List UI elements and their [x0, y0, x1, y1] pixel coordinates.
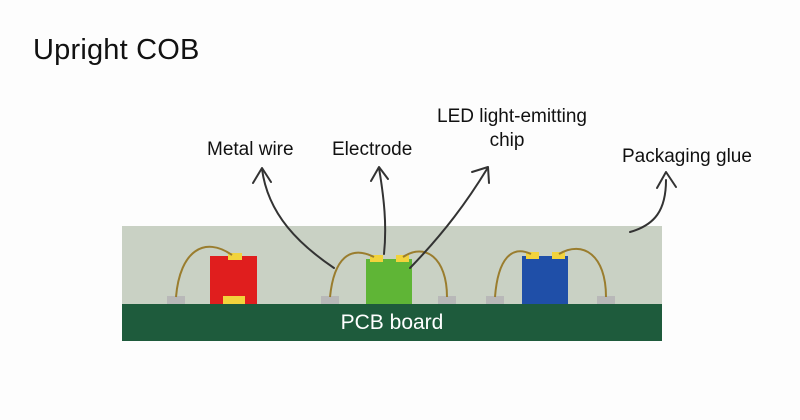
- arrow-chip: [409, 168, 488, 269]
- red-chip-bottom-electrode: [223, 296, 245, 304]
- label-electrode: Electrode: [332, 139, 413, 160]
- arrow-metal-wire: [261, 168, 335, 269]
- label-pcb-board: PCB board: [340, 311, 444, 334]
- green-chip-left-electrode: [370, 255, 383, 262]
- metal-wire: [329, 251, 375, 298]
- arrow-chip-head: [471, 166, 490, 184]
- substrate-pads: [167, 296, 615, 304]
- label-led-chip-line1: LED light-emitting: [437, 106, 587, 127]
- pcb-board: [122, 304, 662, 341]
- label-led-chip-line2: chip: [489, 130, 525, 151]
- blue-led-chip: [522, 256, 568, 304]
- callout-arrows: [252, 166, 677, 269]
- bond-wires: [175, 245, 607, 298]
- metal-wire: [175, 245, 233, 298]
- label-metal-wire: Metal wire: [207, 139, 294, 160]
- pad: [438, 296, 456, 304]
- metal-wire: [402, 250, 448, 298]
- arrow-electrode: [378, 167, 387, 255]
- blue-chip-right-electrode: [552, 252, 565, 259]
- label-led-chip: LED light-emitting chip: [422, 105, 602, 153]
- arrow-glue-head: [656, 171, 677, 189]
- pad: [597, 296, 615, 304]
- red-chip-top-electrode: [228, 253, 242, 260]
- diagram-title: Upright COB: [33, 34, 200, 66]
- label-packaging-glue: Packaging glue: [622, 146, 752, 167]
- blue-chip-left-electrode: [526, 252, 539, 259]
- green-led-chip: [366, 259, 412, 304]
- arrow-metal-wire-head: [252, 167, 272, 184]
- metal-wire: [494, 250, 532, 298]
- metal-wire: [558, 248, 607, 298]
- pad: [167, 296, 185, 304]
- pad: [321, 296, 339, 304]
- arrow-electrode-head: [370, 166, 389, 182]
- pad: [486, 296, 504, 304]
- arrow-glue: [629, 179, 667, 233]
- green-chip-right-electrode: [396, 255, 409, 262]
